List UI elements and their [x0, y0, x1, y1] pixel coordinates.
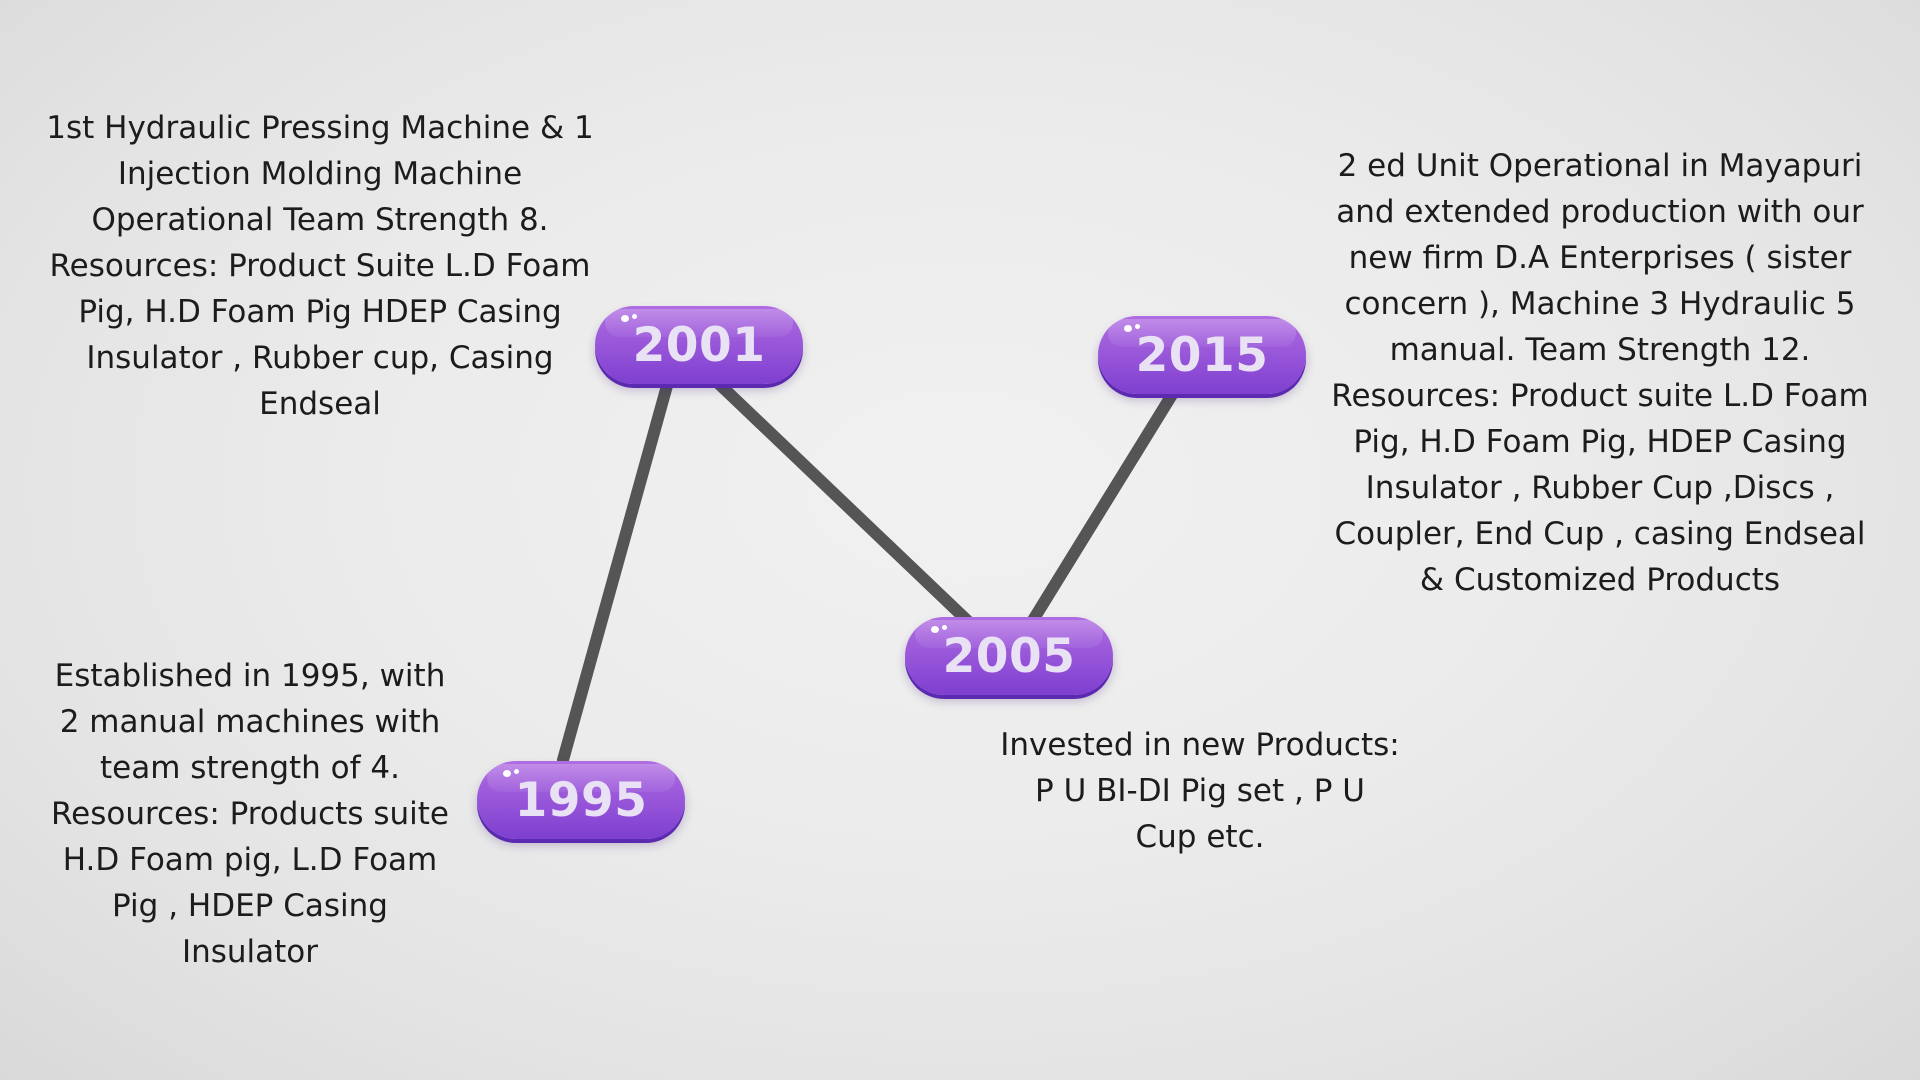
connector-2005-2015 — [1024, 379, 1184, 631]
milestone-description-2015: 2 ed Unit Operational in Mayapuri and ex… — [1331, 148, 1869, 598]
year-badge-2001: 2001 — [595, 306, 803, 384]
connector-1995-2001 — [557, 369, 676, 766]
highlight-icon — [931, 624, 953, 634]
year-label: 2001 — [632, 317, 766, 373]
milestone-description-2001: 1st Hydraulic Pressing Machine & 1 Injec… — [46, 110, 594, 422]
highlight-icon — [503, 768, 525, 778]
milestone-description-1995: Established in 1995, with 2 manual machi… — [51, 658, 449, 970]
highlight-icon — [621, 313, 643, 323]
highlight-icon — [1124, 323, 1146, 333]
year-label: 2015 — [1135, 327, 1269, 383]
year-label: 1995 — [514, 772, 648, 828]
year-label: 2005 — [942, 628, 1076, 684]
milestone-description-2005: Invested in new Products: P U BI-DI Pig … — [1000, 727, 1400, 855]
year-badge-2015: 2015 — [1098, 316, 1306, 394]
connector-2001-2005 — [709, 374, 981, 634]
year-badge-1995: 1995 — [477, 761, 685, 839]
year-badge-2005: 2005 — [905, 617, 1113, 695]
